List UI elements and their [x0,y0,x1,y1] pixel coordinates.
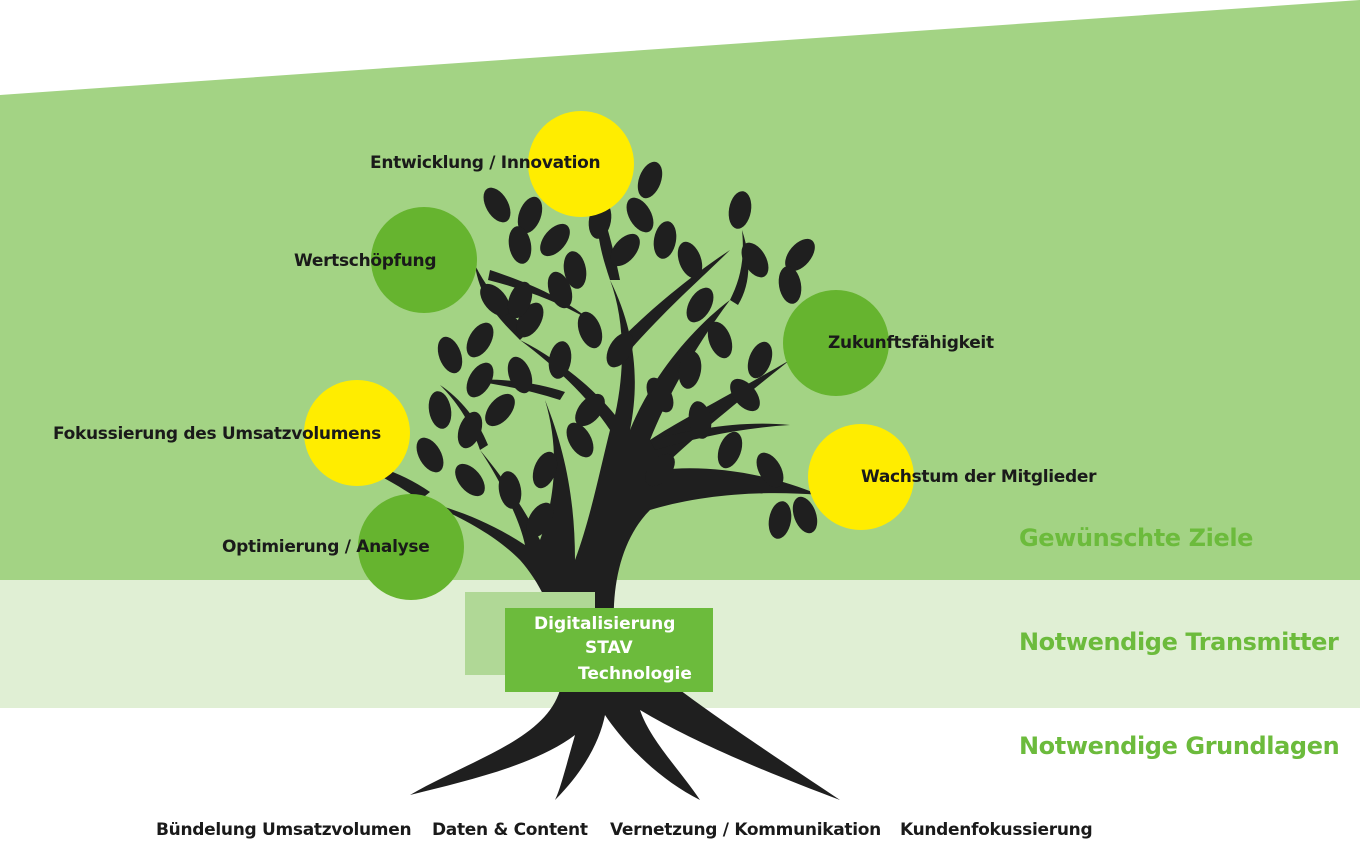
leaf [416,437,444,473]
leaf [532,451,558,489]
leaf [428,391,452,429]
leaf [507,356,533,394]
leaf [548,341,572,379]
leaf [563,251,587,289]
leaf [466,362,494,398]
leaf [747,341,773,379]
leaf [466,322,494,358]
goal-circle-optimierung [358,494,464,600]
leaf [717,431,743,469]
transmitter-stav: STAV [585,638,633,658]
goal-circle-innovation [528,111,634,217]
leaf [730,378,760,412]
leaf [792,496,818,534]
leaf [678,351,702,389]
leaf [457,411,483,449]
leaf [577,311,603,349]
leaf [768,501,792,539]
foundation-daten: Daten & Content [432,820,588,840]
leaf [756,452,784,488]
leaf [437,336,463,374]
leaf [637,161,663,199]
leaf [686,287,714,323]
leaf [778,266,802,304]
tree-leaves [416,161,818,539]
foundation-vernetzung: Vernetzung / Kommunikation [610,820,881,840]
leaf [547,271,573,309]
leaf [507,281,533,319]
foundation-kunden: Kundenfokussierung [900,820,1093,840]
leaf [677,241,703,279]
leaf [483,187,511,223]
leaf [455,463,485,497]
goal-circle-fokussierung [304,380,410,486]
leaf [741,242,769,278]
leaf [707,321,733,359]
layer-label-foundations: Notwendige Grundlagen [1019,732,1340,760]
leaf [485,393,515,427]
leaf [645,453,675,487]
goal-circle-wachstum [808,424,914,530]
leaf [606,332,634,368]
goal-circle-wertschoepfung [371,207,477,313]
foundation-buendelung: Bündelung Umsatzvolumen [156,820,412,840]
tree-roots [410,690,840,800]
leaf [575,393,605,427]
layer-label-goals: Gewünschte Ziele [1019,524,1254,552]
layer-label-transmitters: Notwendige Transmitter [1019,628,1339,656]
leaf [566,422,594,458]
leaf [540,223,570,257]
leaf [688,401,712,439]
goal-label-wertschoepfung: Wertschöpfung [294,251,437,271]
transmitter-technologie: Technologie [578,664,692,684]
transmitter-digitalisierung: Digitalisierung [534,614,676,634]
leaf [610,233,640,267]
transmitter-box [505,608,713,692]
leaf [626,197,654,233]
leaf [728,191,752,229]
leaf [498,471,522,509]
goal-label-zukunft: Zukunftsfähigkeit [828,333,994,353]
goal-label-optimierung: Optimierung / Analyse [222,537,430,557]
leaf [785,238,815,272]
leaf [646,377,674,413]
leaf [653,221,677,259]
goal-label-fokussierung: Fokussierung des Umsatzvolumens [53,424,382,444]
goal-circle-zukunft [783,290,889,396]
leaf [480,283,510,317]
goal-label-wachstum: Wachstum der Mitglieder [861,467,1097,487]
leaf [508,226,532,264]
leaf [526,502,554,538]
leaf [517,196,543,234]
goal-label-innovation: Entwicklung / Innovation [370,153,601,173]
